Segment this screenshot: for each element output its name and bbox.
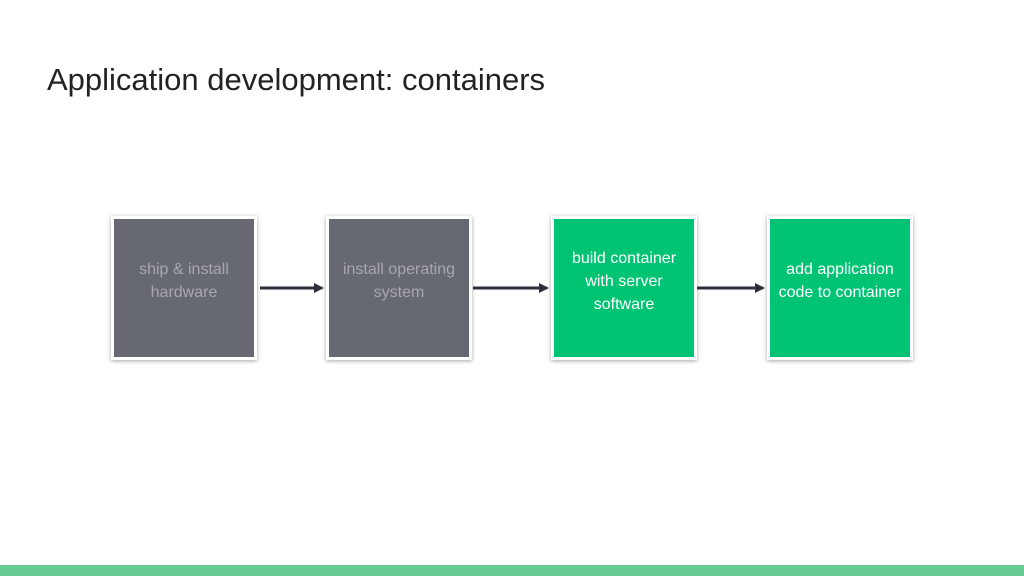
step-label: add application code to container	[778, 261, 902, 301]
step-build-container: build container with server software	[551, 216, 697, 360]
step-label: install operating system	[342, 261, 456, 301]
step-ship-install-hardware: ship & install hardware	[111, 216, 257, 360]
step-install-operating-system: install operating system	[326, 216, 472, 360]
slide-title: Application development: containers	[47, 62, 546, 97]
footer-bar	[0, 565, 1024, 576]
step-label: build container with server software	[571, 249, 677, 313]
step-add-application-code: add application code to container	[767, 216, 913, 360]
step-label: ship & install hardware	[139, 261, 229, 301]
